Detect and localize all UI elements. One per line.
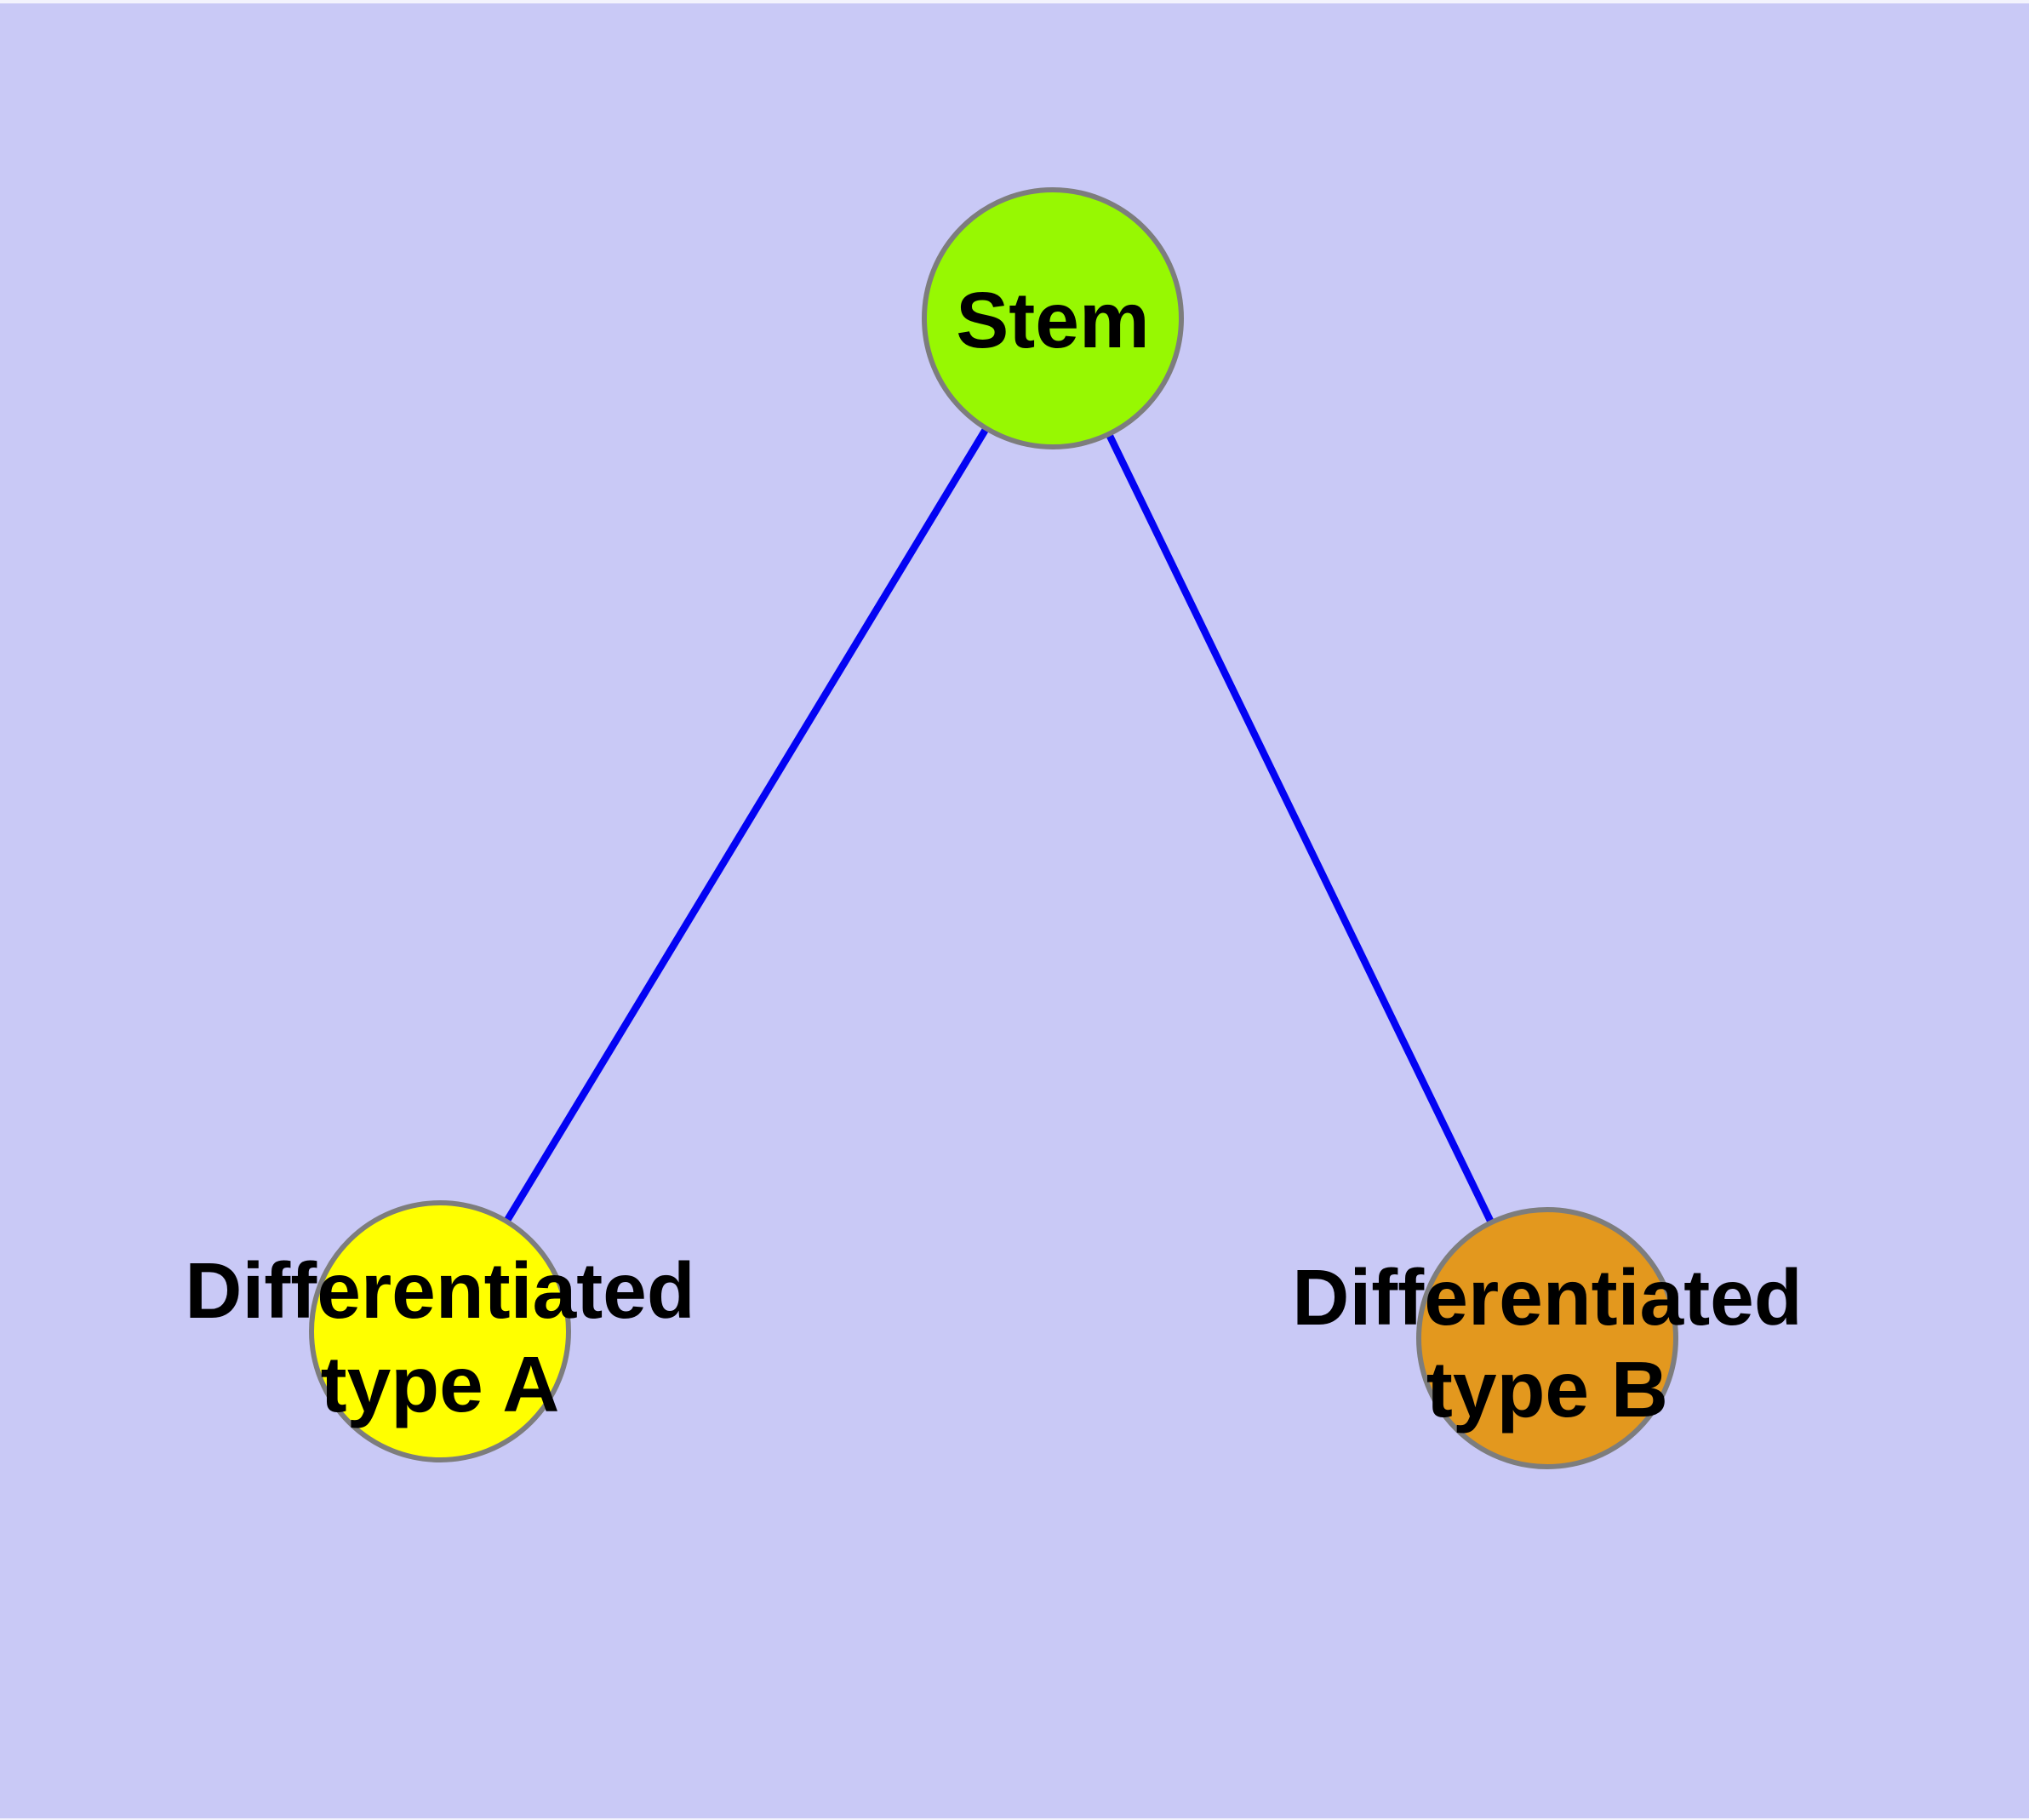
node-type-a-label-line2: type A bbox=[321, 1340, 560, 1428]
edge-stem-to-type-b bbox=[1049, 317, 1551, 1340]
bottom-frame-strip bbox=[0, 1818, 2029, 1820]
node-stem bbox=[922, 187, 1184, 449]
top-frame-strip bbox=[0, 0, 2029, 3]
node-type-a-label-line1: Differentiated bbox=[185, 1246, 694, 1335]
node-type-b-label-line2: type B bbox=[1426, 1345, 1668, 1434]
node-type-b-label-line1: Differentiated bbox=[1292, 1253, 1802, 1342]
node-stem-label: Stem bbox=[956, 276, 1149, 364]
edge-stem-to-type-a bbox=[437, 316, 1056, 1334]
node-differentiated-type-a bbox=[309, 1200, 571, 1462]
node-differentiated-type-b bbox=[1416, 1207, 1678, 1469]
